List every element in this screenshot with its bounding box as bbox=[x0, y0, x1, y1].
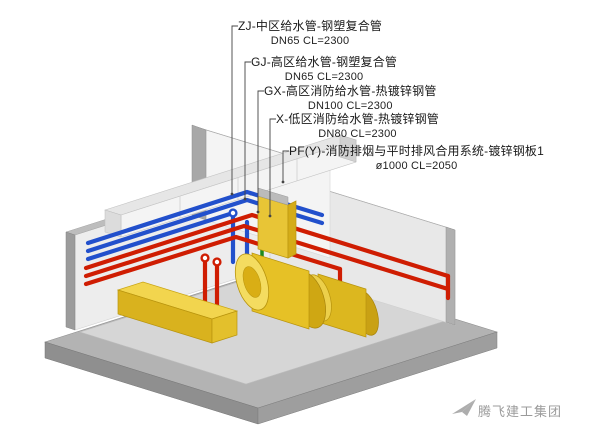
annotation-line2: DN65 CL=2300 bbox=[284, 71, 364, 83]
fan-elbow-duct bbox=[257, 187, 297, 259]
watermark-text: 腾飞建工集团 bbox=[478, 404, 563, 419]
fan-inlet bbox=[242, 266, 262, 298]
pipe-annotation-zj: ZJ-中区给水管-钢塑复合管 DN65 CL=2300 bbox=[238, 19, 382, 49]
fan-unit-cylinder bbox=[234, 252, 327, 330]
annotation-line1: ZJ-中区给水管-钢塑复合管 bbox=[238, 19, 383, 33]
pipe-annotation-x: X-低区消防给水管-热镀锌钢管 DN80 CL=2300 bbox=[276, 112, 439, 142]
annotation-line2: DN100 CL=2300 bbox=[307, 100, 393, 112]
leader-lines bbox=[231, 25, 289, 216]
pipe-annotation-gj: GJ-高区给水管-钢塑复合管 DN65 CL=2300 bbox=[251, 55, 397, 85]
fire-pipes bbox=[83, 212, 451, 309]
plenum-box bbox=[116, 281, 239, 344]
pipe-annotation-pfy: PF(Y)-消防排烟与平时排风合用系统-镀锌钢板1 ø1000 CL=2050 bbox=[289, 144, 544, 174]
fire-pipe-elbow bbox=[200, 253, 210, 263]
annotation-line1: GX-高区消防给水管-热镀锌钢管 bbox=[264, 84, 437, 98]
annotation-line2: ø1000 CL=2050 bbox=[375, 160, 458, 172]
annotation-line1: PF(Y)-消防排烟与平时排风合用系统-镀锌钢板1 bbox=[289, 144, 544, 158]
annotation-line1: X-低区消防给水管-热镀锌钢管 bbox=[276, 112, 439, 126]
annotation-line2: DN80 CL=2300 bbox=[318, 128, 397, 140]
fire-pipe-elbow bbox=[212, 257, 222, 267]
water-pipe-elbow bbox=[228, 208, 238, 218]
leader-endpoints bbox=[230, 180, 285, 218]
paper-plane-icon bbox=[452, 399, 476, 416]
annotation-line2: DN65 CL=2300 bbox=[270, 35, 350, 47]
pipe-annotation-gx: GX-高区消防给水管-热镀锌钢管 DN100 CL=2300 bbox=[264, 84, 437, 114]
annotation-line1: GJ-高区给水管-钢塑复合管 bbox=[251, 55, 398, 69]
